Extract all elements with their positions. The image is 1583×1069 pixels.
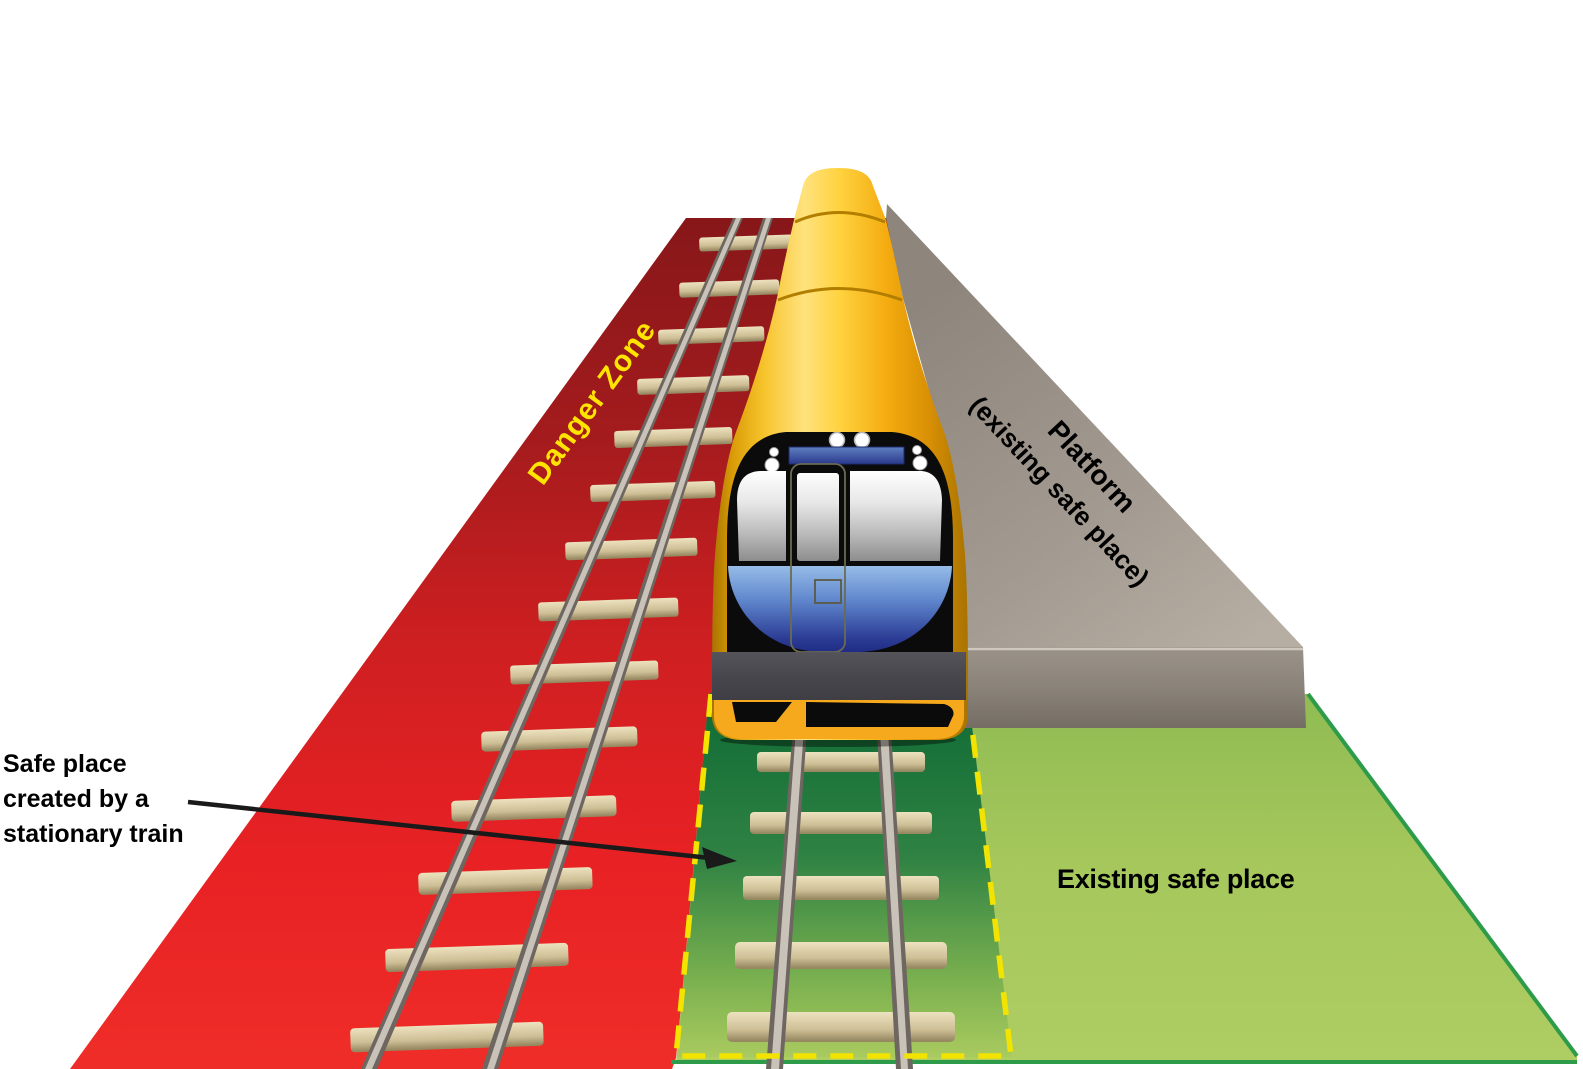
platform: Platform (existing safe place): [886, 204, 1306, 728]
marker-light-left-big: [764, 457, 780, 473]
rail-left-highlight: [771, 715, 805, 1069]
sleeper: [750, 812, 932, 834]
rails-danger: [361, 218, 773, 1069]
train-safe-dashed-boundary: [672, 693, 1015, 1059]
windshield-right: [850, 471, 942, 561]
platform-front-face: [963, 647, 1306, 728]
pointer-arrow: [187, 799, 737, 869]
cab-door-window: [797, 473, 839, 561]
skirt-vent-left: [732, 702, 792, 722]
roof-light-right: [853, 431, 871, 449]
rail-left-highlight: [365, 218, 741, 1069]
rail-right-highlight: [879, 715, 908, 1069]
train-nose-blue: [728, 566, 952, 652]
train-skirt: [714, 700, 964, 739]
sleeper: [757, 752, 925, 772]
existing-safe-label: Existing safe place: [1057, 864, 1295, 894]
platform-top-surface: [886, 204, 1303, 647]
train-bumper: [712, 652, 966, 700]
train-safe-surface: [677, 693, 1012, 1057]
rails-safe: [766, 715, 913, 1069]
windshield-left: [737, 471, 786, 561]
train-roof-joint-2: [777, 287, 903, 302]
danger-zone-track: [350, 218, 794, 1069]
train-safe-label-line3: stationary train: [3, 820, 184, 848]
existing-safe-border: [671, 692, 1579, 1064]
sleeper: [743, 876, 939, 900]
roof-light-left: [828, 431, 846, 449]
marker-light-left-small: [769, 447, 779, 457]
marker-light-right-small: [912, 445, 922, 455]
sleeper: [727, 1012, 955, 1042]
arrow-shaft: [187, 799, 711, 861]
skirt-vent-right: [806, 702, 954, 727]
train-safe-label-line2: created by a: [3, 785, 150, 813]
cab-door-plate: [814, 579, 842, 604]
marker-light-right-big: [912, 455, 928, 471]
train-illustration: [712, 168, 968, 747]
train-safe-label-line1: Safe place: [3, 750, 127, 778]
train-safe-zone: [672, 693, 1015, 1069]
rail-right-highlight: [487, 218, 771, 1069]
destination-panel: [788, 446, 905, 465]
train-roof-joint-1: [794, 211, 886, 224]
sleeper: [735, 942, 947, 969]
train-safe-label: Safe place created by a stationary train: [3, 750, 184, 848]
arrow-head: [702, 847, 737, 869]
